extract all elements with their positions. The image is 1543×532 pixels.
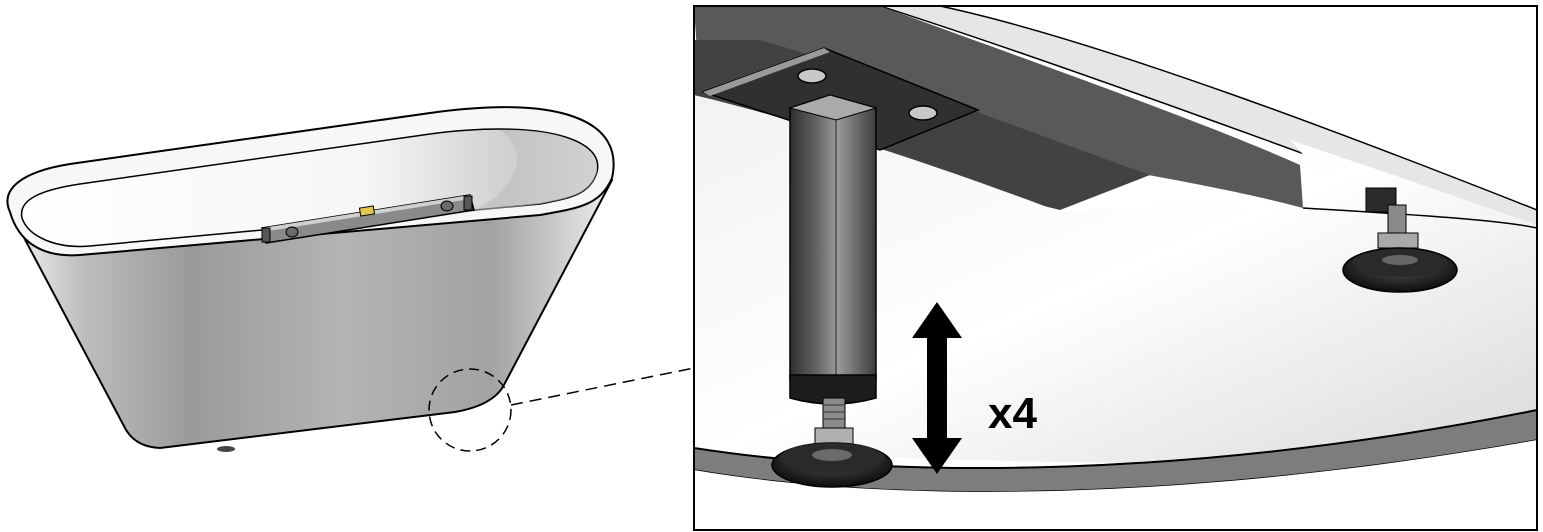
bathtub-overview xyxy=(6,106,615,452)
leveling-foot-rear xyxy=(1342,187,1458,293)
plate-hole xyxy=(908,105,938,121)
leg-detail-view xyxy=(693,5,1538,532)
adjustable-leg xyxy=(771,94,893,488)
tub-rim-band xyxy=(694,6,1537,241)
detail-frame xyxy=(693,5,1538,531)
double-arrow-vertical-icon xyxy=(912,302,962,474)
quantity-label: x4 xyxy=(988,389,1037,438)
leader-line xyxy=(510,367,695,406)
tub-foot xyxy=(217,446,235,452)
detail-circle xyxy=(428,368,512,452)
tub-inner xyxy=(20,128,599,248)
tub-bottom-surface xyxy=(694,95,1537,463)
spirit-level-icon xyxy=(261,194,475,244)
plate-hole xyxy=(797,68,827,84)
